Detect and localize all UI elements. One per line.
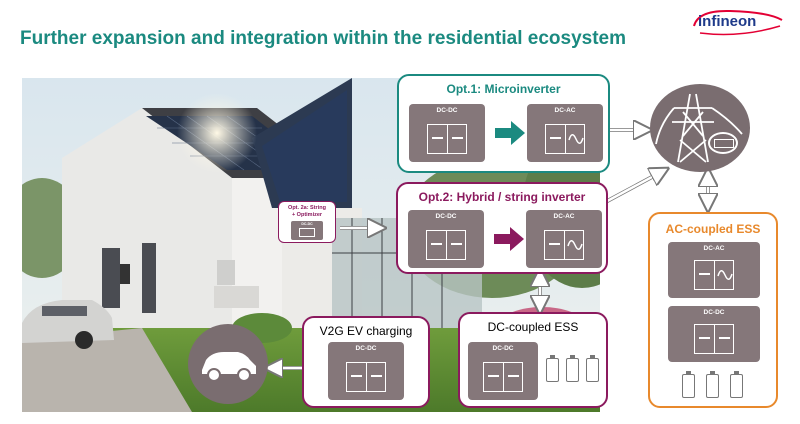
v2g-title: V2G EV charging bbox=[319, 324, 413, 338]
opt1-microinverter-panel: Opt.1: Microinverter DC-DC DC-AC bbox=[397, 74, 610, 173]
battery-icon bbox=[586, 355, 599, 382]
dc-coupled-ess-panel: DC-coupled ESS DC-DC bbox=[458, 312, 608, 408]
page-title: Further expansion and integration within… bbox=[20, 28, 627, 49]
battery-icon bbox=[546, 355, 559, 382]
opt2-dcdc-block: DC-DC bbox=[408, 210, 484, 268]
dc-dc-symbol-icon bbox=[346, 362, 386, 392]
dcess-dcdc-block: DC-DC bbox=[468, 342, 538, 400]
opt2a-line2: + Optimizer bbox=[291, 212, 323, 218]
logo-text: infineon bbox=[698, 13, 757, 30]
dc-ac-symbol-icon bbox=[544, 230, 584, 260]
v2g-dcdc-block: DC-DC bbox=[328, 342, 404, 400]
acess-title: AC-coupled ESS bbox=[665, 222, 761, 236]
smart-meter-icon bbox=[708, 132, 738, 154]
battery-icon bbox=[706, 371, 719, 398]
battery-icon bbox=[566, 355, 579, 382]
opt1-dcac-label: DC-AC bbox=[554, 107, 576, 114]
logo-swoosh-icon bbox=[693, 9, 783, 36]
dc-dc-symbol-icon bbox=[427, 124, 467, 154]
opt1-title: Opt.1: Microinverter bbox=[446, 82, 561, 96]
acess-dcac-block: DC-AC bbox=[668, 242, 760, 298]
dc-ac-symbol-icon bbox=[545, 124, 585, 154]
dc-ac-symbol-icon bbox=[694, 260, 734, 290]
opt2-dcac-label: DC-AC bbox=[553, 213, 575, 220]
acess-dcdc-label: DC-DC bbox=[703, 309, 725, 316]
battery-icon bbox=[730, 371, 743, 398]
opt1-dcdc-block: DC-DC bbox=[409, 104, 485, 162]
opt2-hybrid-inverter-panel: Opt.2: Hybrid / string inverter DC-DC DC… bbox=[396, 182, 608, 274]
opt2-dcdc-label: DC-DC bbox=[435, 213, 457, 220]
v2g-ev-charging-panel: V2G EV charging DC-DC bbox=[302, 316, 430, 408]
transmission-tower-icon bbox=[655, 93, 743, 163]
dc-dc-symbol-icon bbox=[426, 230, 466, 260]
ev-car-hub bbox=[188, 324, 268, 404]
dc-dc-symbol-icon bbox=[299, 228, 315, 237]
dc-dc-symbol-icon bbox=[694, 324, 734, 354]
ac-coupled-ess-panel: AC-coupled ESS DC-AC DC-DC bbox=[648, 212, 778, 408]
v2g-dcdc-label: DC-DC bbox=[355, 345, 377, 352]
dcess-title: DC-coupled ESS bbox=[487, 320, 579, 334]
opt2a-optimizer-panel: Opt. 2a: String + Optimizer DC-DC bbox=[278, 201, 336, 243]
acess-dcac-label: DC-AC bbox=[703, 245, 725, 252]
dc-dc-symbol-icon bbox=[483, 362, 523, 392]
dcess-dcdc-label: DC-DC bbox=[492, 345, 514, 352]
opt1-dcdc-label: DC-DC bbox=[436, 107, 458, 114]
opt2-title: Opt.2: Hybrid / string inverter bbox=[418, 190, 586, 204]
opt2a-dcdc-label: DC-DC bbox=[301, 222, 313, 226]
battery-icon bbox=[682, 371, 695, 398]
opt2a-dcdc-block: DC-DC bbox=[291, 221, 323, 240]
purple-flow-arrow-icon bbox=[494, 227, 524, 251]
teal-flow-arrow-icon bbox=[495, 121, 525, 145]
grid-hub bbox=[650, 84, 750, 172]
infineon-logo: infineon bbox=[690, 6, 786, 38]
acess-dcdc-block: DC-DC bbox=[668, 306, 760, 362]
car-icon bbox=[202, 352, 256, 382]
opt1-dcac-block: DC-AC bbox=[527, 104, 603, 162]
opt2a-line1: Opt. 2a: String bbox=[288, 205, 326, 211]
opt2-dcac-block: DC-AC bbox=[526, 210, 602, 268]
